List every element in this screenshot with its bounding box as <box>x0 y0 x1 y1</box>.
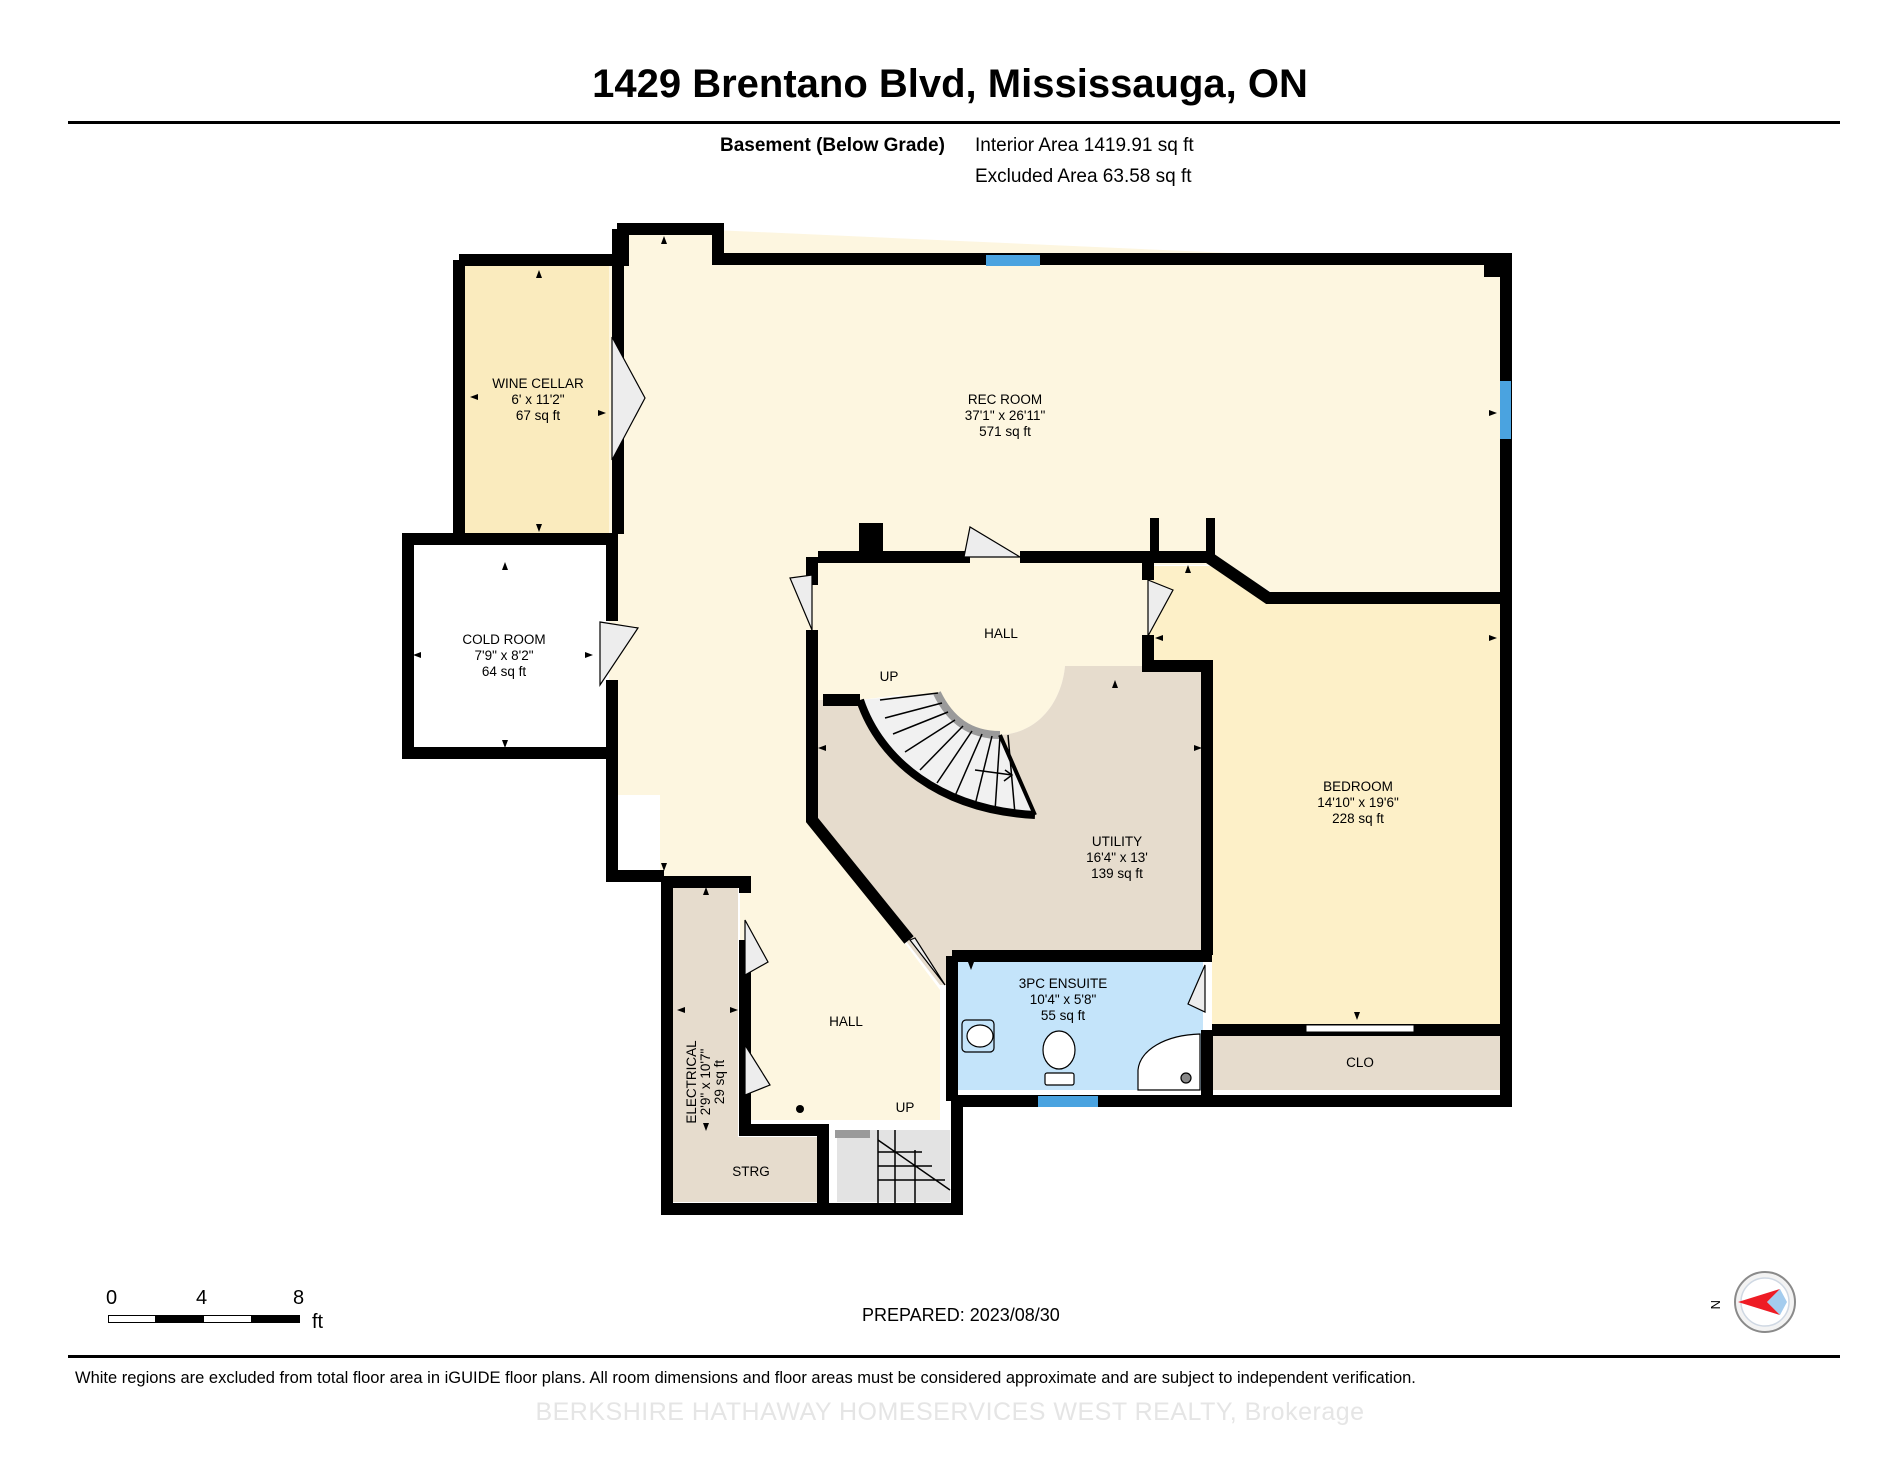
compass-icon: N <box>1708 1271 1796 1333</box>
cold-room-dims: 7'9" x 8'2" <box>474 648 533 663</box>
header-divider <box>68 121 1840 124</box>
rec-room-area: 571 sq ft <box>979 424 1031 439</box>
lower-stairs-up-label: UP <box>896 1100 915 1115</box>
disclaimer-text: White regions are excluded from total fl… <box>75 1369 1416 1387</box>
brokerage-watermark: BERKSHIRE HATHAWAY HOMESERVICES WEST REA… <box>535 1398 1365 1426</box>
bedroom-area: 228 sq ft <box>1332 811 1384 826</box>
rec-room-top-fill <box>618 230 713 270</box>
hall-left-wall <box>739 940 829 1203</box>
cold-room-name: COLD ROOM <box>462 632 545 647</box>
scale-segment-4 <box>251 1315 300 1323</box>
utility-name: UTILITY <box>1092 834 1142 849</box>
upper-hall-door-top <box>963 526 1023 558</box>
electrical-area: 29 sq ft <box>712 1060 727 1105</box>
page-title: 1429 Brentano Blvd, Mississauga, ON <box>592 62 1308 106</box>
wine-cellar-area: 67 sq ft <box>516 408 561 423</box>
window-top <box>986 255 1040 266</box>
cold-room-area: 64 sq ft <box>482 664 527 679</box>
footer-divider <box>68 1355 1840 1358</box>
scale-tick-0: 0 <box>106 1287 118 1309</box>
scale-tick-4: 4 <box>196 1287 208 1309</box>
scale-segment-2 <box>155 1315 204 1323</box>
corner-stub <box>1484 259 1506 277</box>
cold-room-door <box>599 621 640 687</box>
upper-hall-door-left <box>789 574 813 631</box>
lower-hall-name: HALL <box>829 1014 863 1029</box>
dimension-arrows <box>413 236 1497 1131</box>
utility-door <box>909 937 946 986</box>
utility-fill <box>812 666 1202 985</box>
closet-name: CLO <box>1346 1055 1374 1070</box>
rec-lower-left-wall <box>606 753 664 882</box>
upper-hall-fill <box>812 557 1148 735</box>
electrical-name: ELECTRICAL <box>684 1040 699 1124</box>
wine-cellar-name: WINE CELLAR <box>492 376 584 391</box>
electrical-door-2 <box>744 1042 771 1096</box>
electrical-dims: 2'9" x 10'7" <box>698 1049 713 1116</box>
lower-stairs <box>835 1130 951 1203</box>
spiral-stair-fill <box>860 693 1035 815</box>
compass-arrow <box>1738 1289 1780 1315</box>
utility-left-wall <box>806 700 914 944</box>
compass-north-label: N <box>1708 1300 1723 1309</box>
ensuite-name: 3PC ENSUITE <box>1019 976 1108 991</box>
cold-room-fill <box>408 556 595 751</box>
utility-area: 139 sq ft <box>1091 866 1143 881</box>
upper-stairs-up-label: UP <box>880 669 899 684</box>
scale-tick-8: 8 <box>293 1287 305 1309</box>
electrical-door-1 <box>744 919 769 977</box>
spiral-stair <box>856 691 1037 819</box>
toilet-icon <box>1042 1030 1076 1070</box>
rec-room-dims: 37'1" x 26'11" <box>965 408 1046 423</box>
floor-drain-icon <box>796 1105 804 1113</box>
rec-room-name: REC ROOM <box>968 392 1042 407</box>
bedroom-door <box>1147 579 1174 637</box>
wall-stub-a <box>1150 518 1159 558</box>
wine-cellar-fill <box>464 266 609 534</box>
upper-hall-name: HALL <box>984 626 1018 641</box>
window-ensuite <box>1038 1096 1098 1107</box>
storage-name: STRG <box>732 1164 770 1179</box>
scale-segment-1 <box>108 1315 156 1323</box>
wine-cellar-dims: 6' x 11'2" <box>511 392 564 407</box>
scale-bar: 0 4 8 ft <box>100 1285 340 1345</box>
bedroom-dims: 14'10" x 19'6" <box>1317 795 1399 810</box>
ensuite-door <box>1187 964 1206 1013</box>
bedroom-fill <box>1148 566 1501 1024</box>
bedroom-top-wall <box>1148 551 1506 604</box>
room-fills <box>408 230 1501 1202</box>
closet-sliding-door <box>1305 1024 1415 1033</box>
scale-unit: ft <box>312 1311 324 1333</box>
column-stub <box>859 523 883 561</box>
wine-cellar-door <box>611 336 646 461</box>
storage-fill <box>672 1137 828 1202</box>
prepared-date: PREPARED: 2023/08/30 <box>862 1305 1060 1325</box>
ensuite-dims: 10'4" x 5'8" <box>1030 992 1097 1007</box>
scale-segment-3 <box>203 1315 252 1323</box>
walls <box>402 223 1512 1215</box>
cold-room-walls <box>402 539 618 759</box>
excluded-area: Excluded Area 63.58 sq ft <box>975 166 1192 187</box>
window-right <box>1500 381 1511 439</box>
doors <box>599 336 1206 1096</box>
closet-fill <box>1212 1033 1501 1090</box>
bedroom-name: BEDROOM <box>1323 779 1393 794</box>
utility-dims: 16'4" x 13' <box>1086 850 1148 865</box>
interior-area: Interior Area 1419.91 sq ft <box>975 135 1194 156</box>
corner-stub-2 <box>1074 259 1078 263</box>
level-label: Basement (Below Grade) <box>720 135 945 156</box>
wall-stub-b <box>1206 518 1215 558</box>
ensuite-fixtures <box>961 1019 1201 1091</box>
ensuite-area: 55 sq ft <box>1041 1008 1086 1023</box>
